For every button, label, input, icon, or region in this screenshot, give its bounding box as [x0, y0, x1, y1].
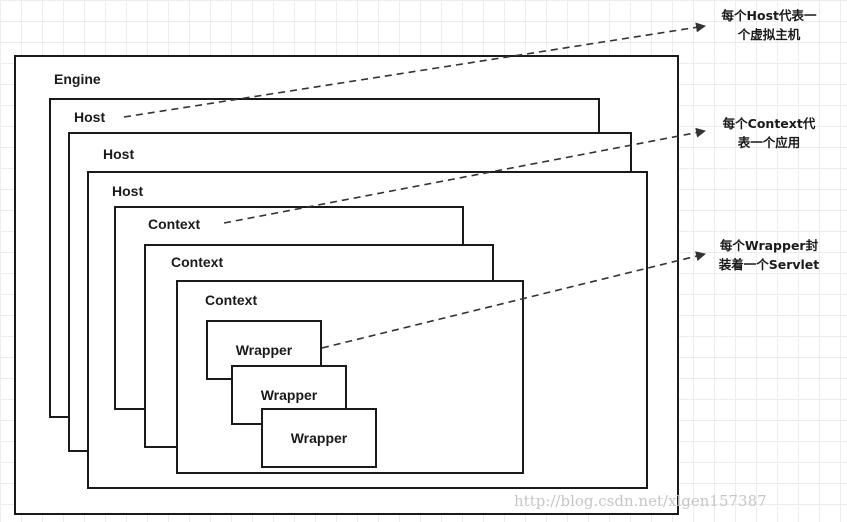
context-note-line2: 表一个应用 [737, 135, 801, 150]
context-label-1: Context [148, 216, 201, 232]
wrapper-note-line1: 每个Wrapper封 [719, 238, 819, 253]
wrapper-arrow [321, 251, 706, 349]
host-arrow [123, 22, 706, 118]
host-label-1: Host [74, 109, 106, 125]
context-label-3: Context [205, 292, 258, 308]
engine-label: Engine [54, 71, 101, 87]
context-label-2: Context [171, 254, 224, 270]
context-arrow [223, 127, 706, 224]
host-note: 每个Host代表一 个虚拟主机 [709, 6, 829, 44]
wrapper-label-2: Wrapper [260, 387, 318, 403]
host-note-line2: 个虚拟主机 [737, 27, 801, 42]
wrapper-note-line2: 装着一个Servlet [718, 257, 820, 272]
watermark: http://blog.csdn.net/xlgen157387 [514, 492, 767, 510]
host-label-2: Host [103, 146, 135, 162]
wrapper-label-3: Wrapper [290, 430, 348, 446]
context-note-line1: 每个Context代 [722, 116, 816, 131]
host-label-3: Host [112, 183, 144, 199]
wrapper-box-3: Wrapper [261, 408, 377, 468]
context-note: 每个Context代 表一个应用 [709, 114, 829, 152]
host-note-line1: 每个Host代表一 [721, 8, 817, 23]
wrapper-label-1: Wrapper [235, 342, 293, 358]
wrapper-note: 每个Wrapper封 装着一个Servlet [705, 236, 833, 274]
